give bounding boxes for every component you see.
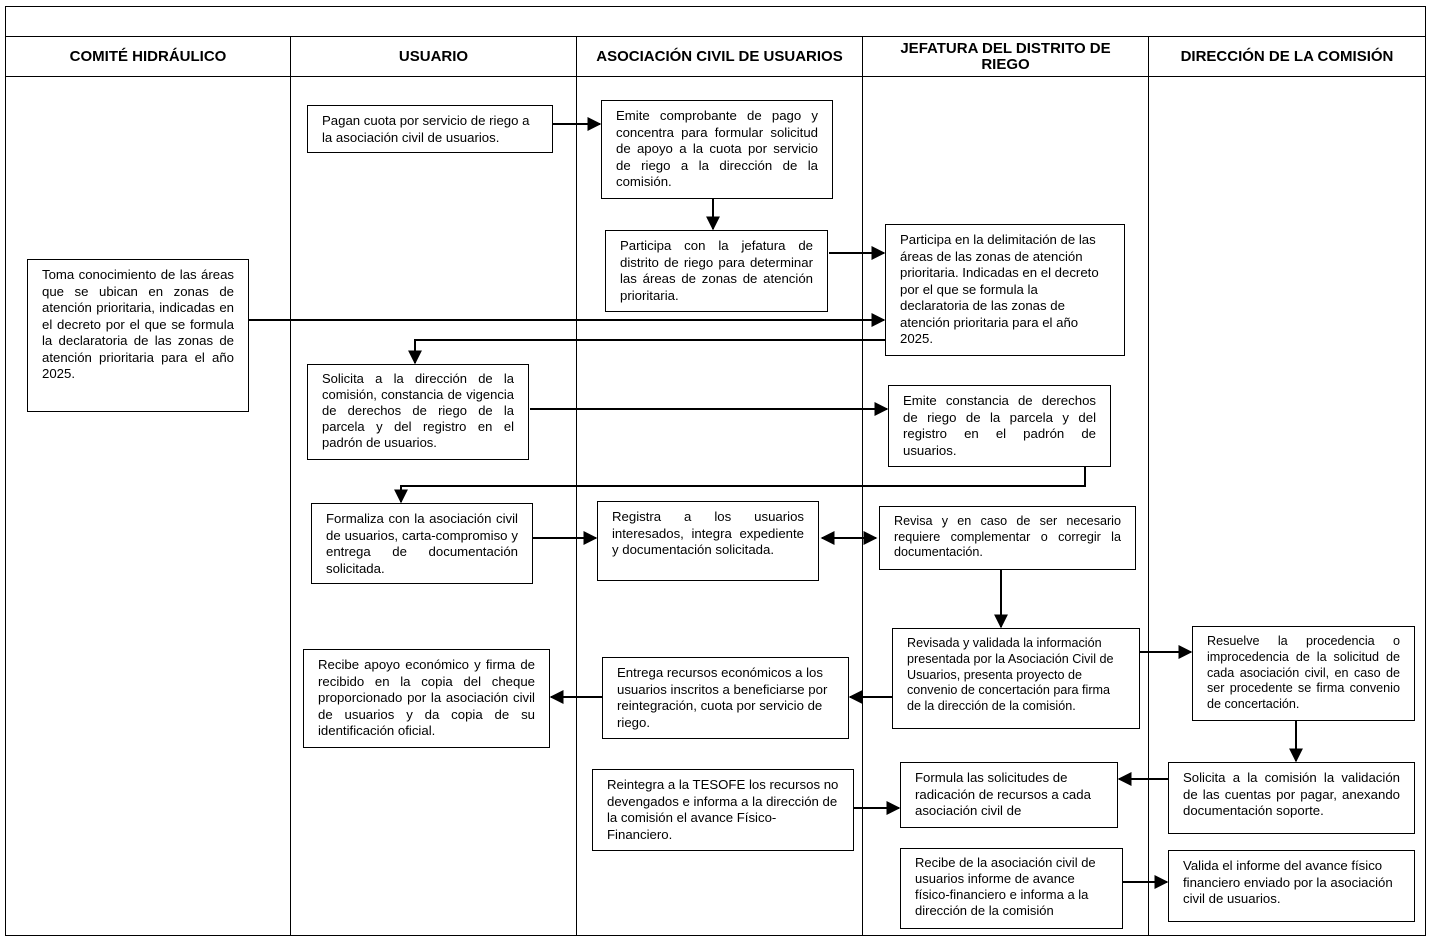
lane-divider (862, 37, 863, 936)
step-recibe-apoyo: Recibe apoyo económico y firma de recibi… (303, 649, 550, 748)
step-resuelve-procedencia: Resuelve la procedencia o improcedencia … (1192, 626, 1415, 721)
step-revisada-validada: Revisada y validada la información prese… (892, 628, 1140, 729)
step-pagan-cuota: Pagan cuota por servicio de riego a la a… (307, 105, 553, 153)
step-entrega-recursos: Entrega recursos económicos a los usuari… (602, 657, 849, 739)
lane-header-comite: COMITÉ HIDRÁULICO (6, 37, 290, 77)
step-participa-jefatura: Participa en la delimitación de las área… (885, 224, 1125, 356)
step-solicita-validacion: Solicita a la comisión la validación de … (1168, 762, 1415, 834)
step-emite-comprobante: Emite comprobante de pago y concentra pa… (601, 100, 833, 199)
lane-header-usuario: USUARIO (291, 37, 576, 77)
step-solicita-constancia: Solicita a la dirección de la comisión, … (307, 364, 529, 460)
step-registra-usuarios: Registra a los usuarios interesados, int… (597, 501, 819, 581)
lane-divider (576, 37, 577, 936)
step-toma-conocimiento: Toma conocimiento de las áreas que se ub… (27, 259, 249, 412)
step-participa-asociacion: Participa con la jefatura de distrito de… (605, 230, 828, 312)
step-recibe-informe: Recibe de la asociación civil de usuario… (900, 848, 1123, 929)
lane-divider (290, 37, 291, 936)
lane-header-direccion: DIRECCIÓN DE LA COMISIÓN (1149, 37, 1425, 77)
title-bar (5, 6, 1426, 37)
lane-divider (1148, 37, 1149, 936)
step-formaliza: Formaliza con la asociación civil de usu… (311, 503, 533, 584)
lane-header-asociacion: ASOCIACIÓN CIVIL DE USUARIOS (577, 37, 862, 77)
step-revisa-documentacion: Revisa y en caso de ser necesario requie… (879, 506, 1136, 570)
step-valida-informe: Valida el informe del avance físico fina… (1168, 850, 1415, 922)
lane-header-jefatura: JEFATURA DEL DISTRITO DE RIEGO (863, 37, 1148, 77)
step-reintegra-tesofe: Reintegra a la TESOFE los recursos no de… (592, 769, 854, 851)
step-emite-constancia: Emite constancia de derechos de riego de… (888, 385, 1111, 467)
step-formula-solicitudes: Formula las solicitudes de radicación de… (900, 762, 1118, 828)
diagram-frame (5, 6, 1426, 936)
